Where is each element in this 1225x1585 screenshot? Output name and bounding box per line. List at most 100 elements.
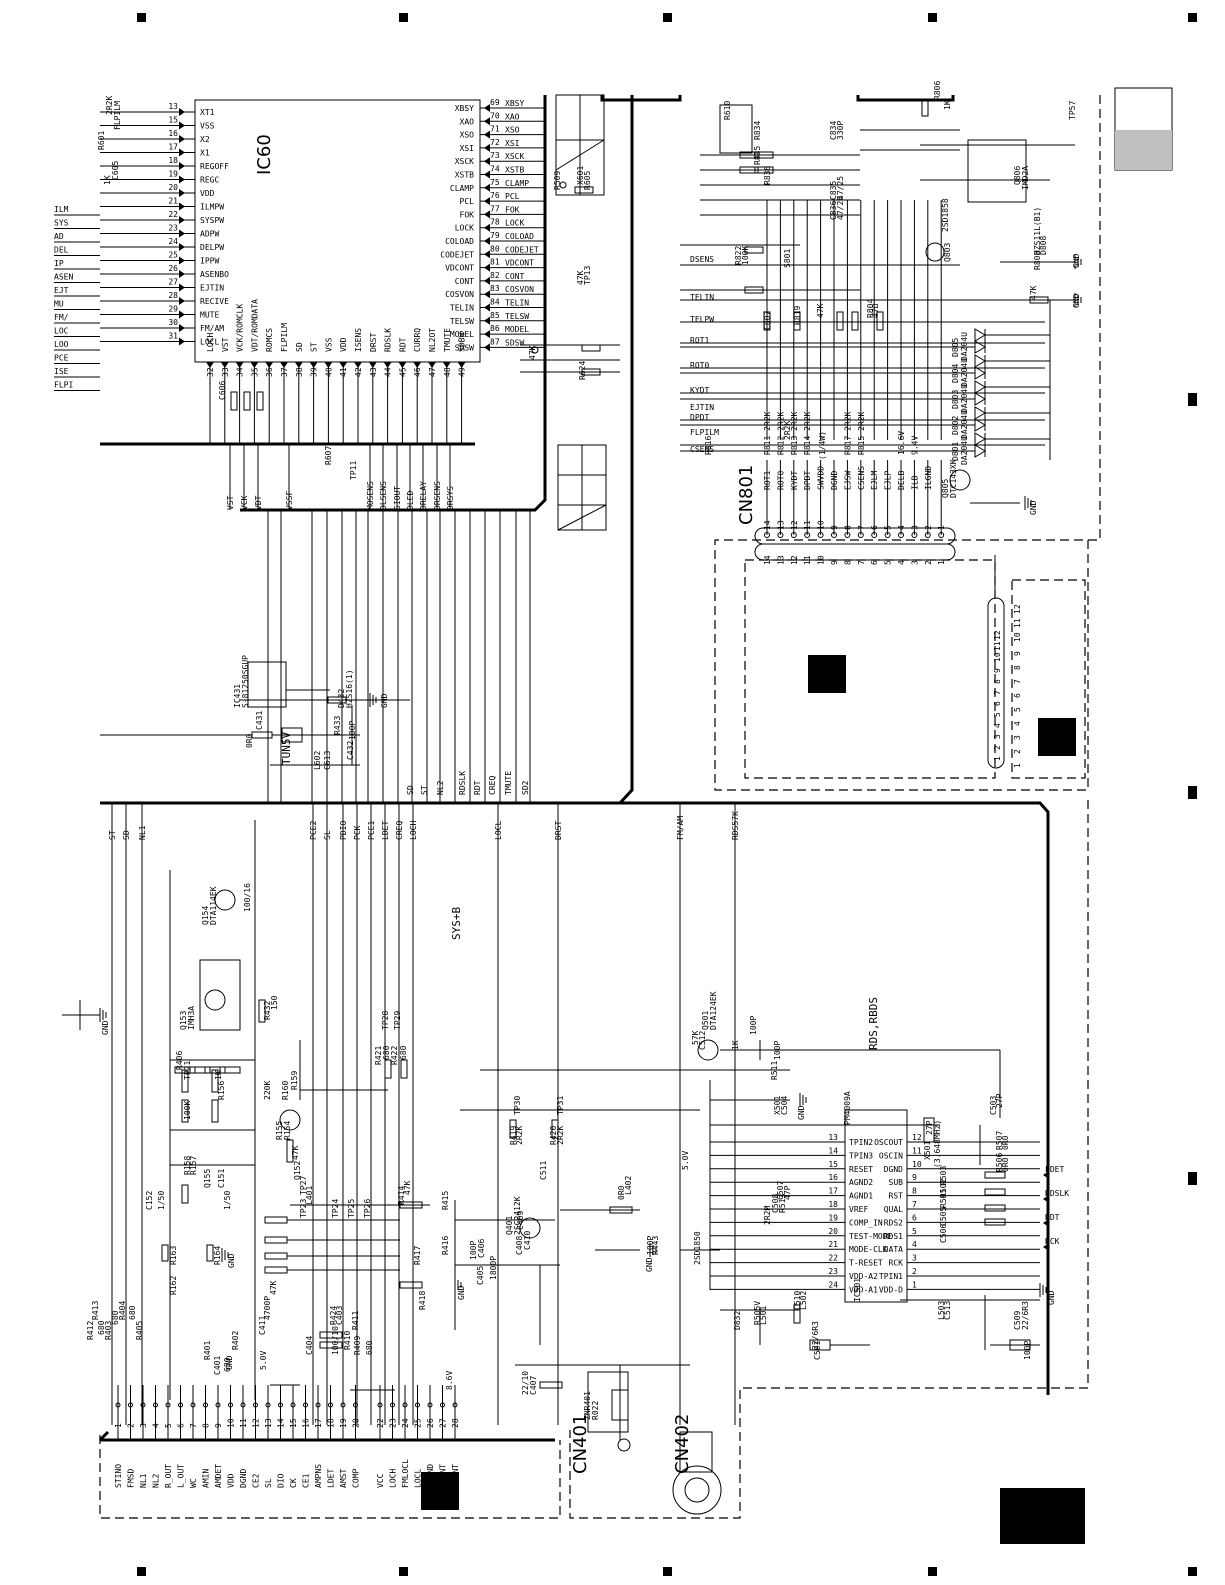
part-reference: 47Ω <box>871 303 880 318</box>
rds-label: RDS,RBDS <box>867 997 880 1050</box>
side-connector-pin: 9 <box>993 668 1002 673</box>
q153-part: IMH3A <box>187 1006 196 1030</box>
ic60-pin-number: 24 <box>168 237 178 246</box>
r41x-resistor <box>264 1216 288 1224</box>
left-net-label: IP <box>54 259 64 268</box>
part-reference: TP26 <box>363 1199 372 1218</box>
cn401-pin-name: WC <box>189 1478 198 1488</box>
diode-ref: D801 <box>951 442 960 461</box>
left-net-label: FM/ <box>54 313 69 322</box>
ic501-pin-number: 22 <box>828 1254 838 1263</box>
part-reference: 680 <box>97 1320 106 1335</box>
upper-right-net-label: DSENS <box>690 255 714 264</box>
cn801-lower-number: 1 <box>937 560 946 565</box>
cn401-pin-node <box>153 1402 158 1408</box>
upper-right-net-label: ROT1 <box>690 336 709 345</box>
bus-net-label: DRSENS <box>433 481 442 510</box>
cn401-label: CN401 <box>570 1414 591 1474</box>
cn401-pin-node <box>402 1402 408 1408</box>
part-reference: 680 <box>365 1340 374 1355</box>
r432-resistor <box>251 731 273 739</box>
left-net-label: ASEN <box>54 273 73 282</box>
part-reference: TP24 <box>331 1199 340 1218</box>
ic60-pin-arrow <box>179 283 185 292</box>
ic60-pin-arrow <box>484 330 490 339</box>
cn401-pin-name: VDD <box>227 1473 236 1488</box>
ic60-net-label: TELIN <box>505 299 529 308</box>
ic501-pin-number: 7 <box>912 1200 917 1209</box>
cn401-pin-node <box>203 1402 208 1408</box>
cn401-pin-node <box>165 1402 171 1408</box>
cn401-pin-name: STINO <box>114 1464 123 1488</box>
part-reference: 0R0 <box>617 1185 626 1200</box>
ic60-net-label: VDCONT <box>505 259 534 268</box>
gnd-label: GND <box>1047 1290 1056 1305</box>
cn801-pin-node <box>898 532 904 538</box>
ic60-pin-number: 18 <box>168 156 178 165</box>
ic60-pin-number: 23 <box>168 224 178 233</box>
part-reference: 330P <box>836 121 845 140</box>
fixed-labels: IC60 CN801 CN401 CN402 SYS+B RDS,RBDS PM… <box>179 134 958 1474</box>
part-reference: R511 <box>770 1061 779 1080</box>
ic60-net-label: XSCK <box>505 152 524 161</box>
gnd-symbol <box>1074 293 1082 307</box>
left-net-label: ILM <box>54 205 69 214</box>
ic501-pin-number: 6 <box>912 1213 917 1222</box>
side-connector-pin: 9 <box>1013 651 1022 656</box>
ic60-pin-number: 26 <box>168 264 178 273</box>
diode-part: DA204U <box>960 436 969 465</box>
part-reference: 2R2K <box>105 96 114 115</box>
cn401-pin-number: 6 <box>177 1423 186 1428</box>
cn401-pin-number: 17 <box>314 1418 323 1428</box>
gnd-label: GND <box>101 1020 110 1035</box>
ic60-pin-arrow <box>179 229 185 238</box>
q153-label: Q153 <box>179 1011 188 1030</box>
ic501-pin-number: 2 <box>912 1267 917 1276</box>
ic60-net-label: MODEL <box>505 325 529 334</box>
r822-resistor <box>793 311 801 331</box>
part-reference: L502 <box>799 1291 808 1310</box>
part-reference: C411 <box>258 1316 267 1335</box>
side-connector-pin: 8 <box>1013 665 1022 670</box>
cn401-pin-name: DGND <box>239 1469 248 1488</box>
ic501-pin-number: 14 <box>828 1146 838 1155</box>
diode-symbol <box>974 406 986 420</box>
part-reference: C513 <box>943 1301 952 1320</box>
ic60-bottom-arrow <box>428 362 436 368</box>
ic60-pin-arrow <box>484 343 490 352</box>
ic60-pin-name: CODEJET <box>440 250 474 259</box>
part-reference: C508 <box>771 1194 780 1213</box>
d432-diode <box>281 727 303 743</box>
cn402-label: CN402 <box>672 1414 693 1474</box>
q153-transistor <box>204 989 226 1011</box>
r156-resistor <box>181 1069 189 1093</box>
gnd-label: GND <box>380 693 389 708</box>
lower-net-label: LOCH <box>409 821 418 840</box>
q154-label: Q154 <box>201 906 210 925</box>
bus-net-label: MOSENS <box>366 481 375 510</box>
part-reference: 100P <box>773 1041 782 1060</box>
cn401-pin-name: COMP <box>352 1469 361 1488</box>
r406-resistor <box>258 999 266 1023</box>
cn801-pin-name: ROT0 <box>776 471 785 490</box>
cn401-pin-number: 18 <box>327 1418 336 1428</box>
r424-resistor <box>399 1281 423 1289</box>
ic501-pin-name: QUAL <box>884 1205 903 1214</box>
part-reference: 100P <box>469 1241 478 1260</box>
cn801-pin-name: EJLM <box>870 471 879 490</box>
cn801-pin-node <box>831 532 837 538</box>
bus-net-label: DLSENS <box>379 481 388 510</box>
ic60-bottom-pin-name: ST <box>310 342 319 352</box>
cn401-pin-name: SL <box>264 1478 273 1488</box>
part-reference: R443 <box>651 1236 660 1255</box>
ic60-pin-number: 81 <box>490 258 500 267</box>
r433-resistor <box>327 696 347 704</box>
ic60-bottom-arrow <box>309 362 318 368</box>
rds-net-arrow <box>1043 1243 1049 1251</box>
cn401-pin-name: AMANT <box>451 1464 460 1488</box>
q805-part: DTC143XK <box>949 459 958 498</box>
ic501-pin-number: 1 <box>912 1280 917 1289</box>
part-reference: R403 <box>104 1321 113 1340</box>
part-reference: R022 <box>591 1401 600 1420</box>
part-reference: 27P <box>995 1093 1004 1108</box>
